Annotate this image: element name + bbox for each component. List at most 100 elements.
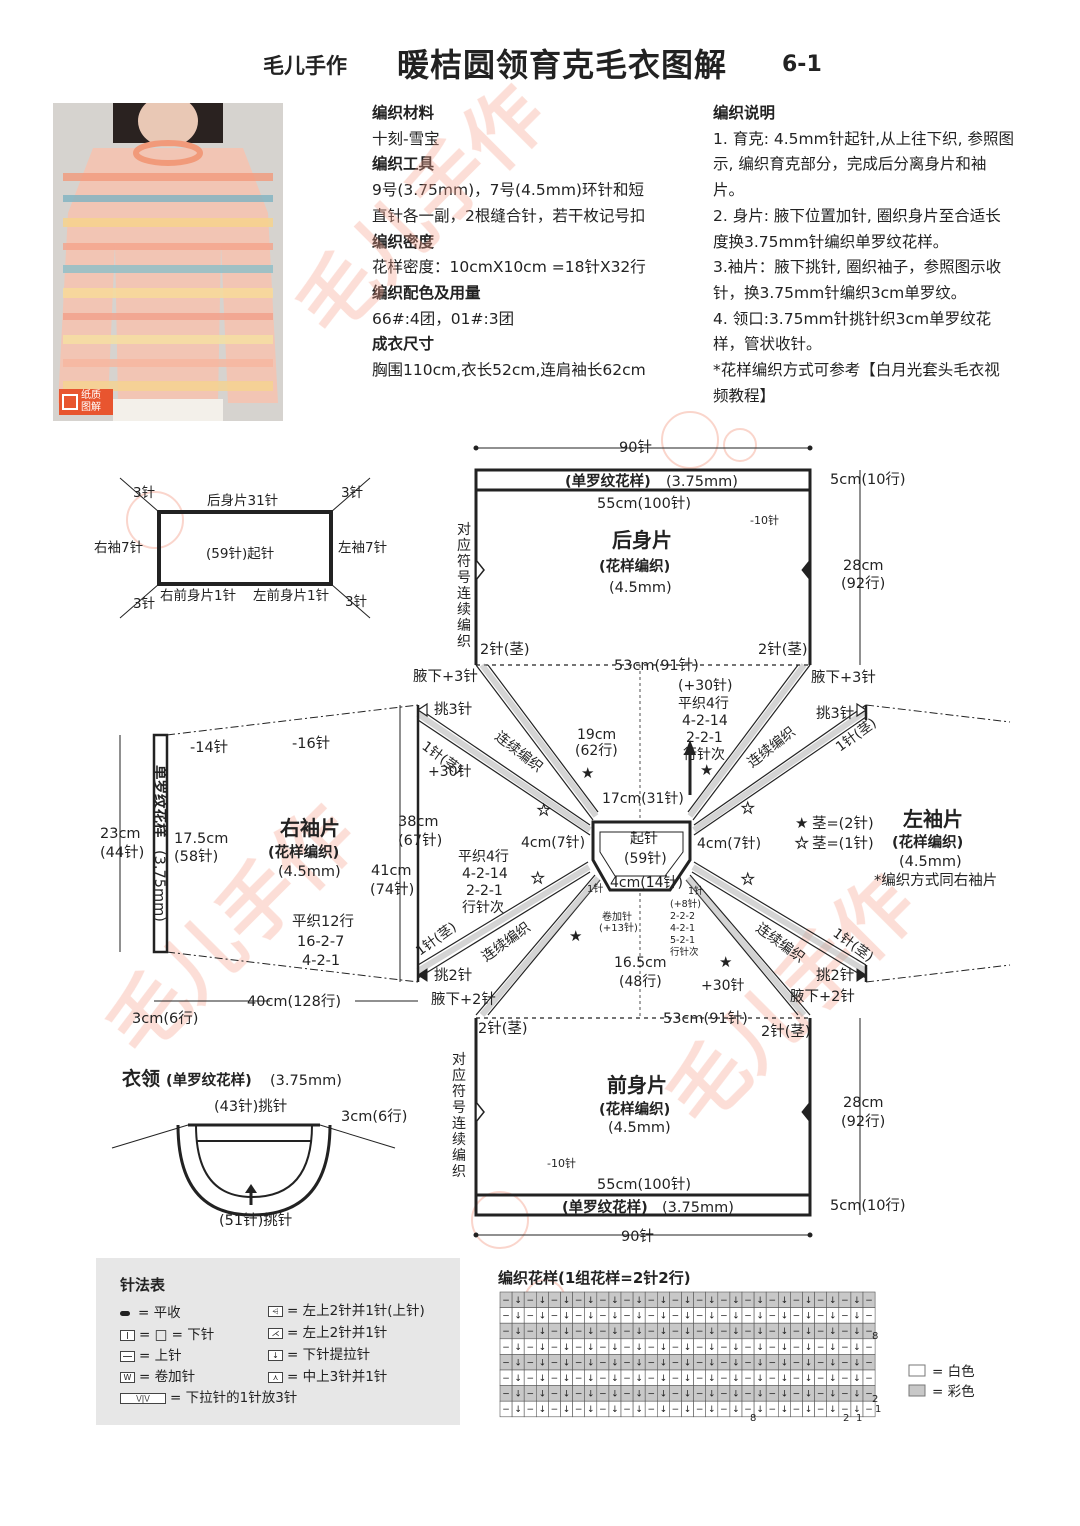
front-width-cm: 55cm(100针) [597,1176,691,1193]
chart-cell-symbol: ↓ [611,1405,619,1415]
chart-cell-symbol: − [841,1390,849,1400]
chart-cell-symbol: − [793,1358,801,1368]
chart-cell-symbol: ↓ [660,1405,668,1415]
rs-dec14: -14针 [190,739,228,756]
instructions-line: *花样编织方式可参考【白月光套头毛衣视 [713,361,1000,380]
side-note-char: 连 [457,586,471,602]
chart-cell-symbol: ↓ [732,1405,740,1415]
k1to3-icon: \/|\/ [120,1392,166,1404]
chart-cell-symbol: − [672,1358,680,1368]
chart-cell-symbol: ↓ [539,1327,547,1337]
chart-cell-symbol: − [793,1327,801,1337]
collar-title: 衣领 [122,1067,160,1090]
chart-cell-symbol: ↓ [587,1296,595,1306]
chart-cell-symbol: − [865,1405,873,1415]
side-note-char: 编 [452,1148,466,1164]
chart-cell-symbol: ↓ [635,1327,643,1337]
chart-cell-symbol: ↓ [660,1312,668,1322]
back-dec: -10针 [750,513,779,527]
svg-text:毛儿手作: 毛儿手作 [280,69,564,353]
side-note-char: 连 [452,1116,466,1132]
white-label: = 白色 [932,1363,975,1380]
chart-cell-symbol: ↓ [732,1390,740,1400]
co-left-sleeve: 左袖7针 [338,540,387,556]
chart-cell-symbol: − [672,1296,680,1306]
chart-cell-symbol: − [696,1405,704,1415]
chart-cell-symbol: − [817,1358,825,1368]
chart-cell-symbol: − [865,1343,873,1353]
chart-cell-symbol: − [720,1296,728,1306]
materials-line: 直针各一副，2根缝合针，若干枚记号扣 [372,206,646,225]
back-rib-needle: (3.75mm) [666,474,738,490]
chart-cell-symbol: − [793,1405,801,1415]
yoke-cast-on-n: (59针) [624,851,667,867]
chart-cell-symbol: − [744,1405,752,1415]
chart-cell [862,1400,876,1418]
chart-cell-symbol: − [647,1343,655,1353]
chart-cell-symbol: ↓ [853,1343,861,1353]
chart-cell-symbol: ↓ [684,1296,692,1306]
chart-cell-symbol: ↓ [853,1405,861,1415]
chart-cell-symbol: − [744,1358,752,1368]
rs-rib-needle: (3.75mm) [151,850,167,922]
front-rib-h: 5cm(10行) [830,1197,906,1214]
paper-pattern-badge: 纸质图解 [59,389,113,415]
chart-cell-symbol: − [817,1405,825,1415]
chart-cell-symbol: ↓ [805,1358,813,1368]
svg-text:★: ★ [569,927,582,945]
chart-cell-symbol: − [575,1343,583,1353]
chart-cell-symbol: − [841,1327,849,1337]
chart-cell-symbol: ↓ [708,1358,716,1368]
back-width-cm: 55cm(100针) [597,495,691,512]
rs-dec-block-0: 平织12行 [292,913,354,930]
chart-cell-symbol: ↓ [611,1296,619,1306]
chart-cell-symbol: ↓ [708,1296,716,1306]
chart-cell-symbol: ↓ [853,1374,861,1384]
rs-h41: 41cm [371,863,412,879]
chart-cell-symbol: − [647,1296,655,1306]
yoke-front-rows: (48行) [619,974,662,990]
instructions-line: 2. 身片: 腋下位置加针, 圈织身片至合适长 [713,206,1001,225]
chart-cell-symbol: − [672,1405,680,1415]
chart-cell-symbol: ↓ [805,1374,813,1384]
chart-cell-symbol: ↓ [781,1296,789,1306]
front-width-bottom: 90针 [621,1228,654,1245]
chart-cell-symbol: − [744,1343,752,1353]
chart-cell-symbol: ↓ [660,1390,668,1400]
svg-text:★: ★ [537,801,550,819]
side-note-char: 续 [452,1131,466,1148]
color-label: = 彩色 [932,1383,975,1400]
chart-cell-symbol: ↓ [805,1343,813,1353]
chart-cell-symbol: ↓ [829,1296,837,1306]
chart-cell-symbol: ↓ [514,1405,522,1415]
back-width-top: 90针 [619,439,652,456]
materials-line: 胸围110cm,衣长52cm,连肩袖长62cm [372,361,646,380]
chart-cell-symbol: ↓ [708,1343,716,1353]
instructions-line: 示, 编织育克部分，完成后分离身片和袖 [713,155,987,174]
pattern-chart-grid: −↓−↓−↓−↓−↓−↓−↓−↓−↓−↓−↓−↓−↓−↓−↓−−↓−↓−↓−↓−… [499,1291,876,1418]
chart-cell-symbol: ↓ [611,1374,619,1384]
chart-cell-symbol: ↓ [805,1296,813,1306]
chart-cell-symbol: − [575,1390,583,1400]
chart-cell-symbol: − [647,1390,655,1400]
chart-cell-symbol: ↓ [514,1374,522,1384]
ls-pattern: (花样编织) [892,833,963,851]
yoke-front-inc-0: 1针 [688,885,704,897]
yoke-front-note-2: (+13针) [599,921,638,934]
chart-cell-symbol: ↓ [684,1327,692,1337]
legend-purl: = 上针 [120,1344,182,1364]
rs-dec-block-1: 16-2-7 [297,934,344,950]
chart-cell-symbol: ↓ [756,1405,764,1415]
yoke-left-flat: 平织4行 [458,849,509,865]
collar-rib: (单罗纹花样) [166,1071,252,1089]
back-rib: (单罗纹花样) [565,472,651,490]
chart-cell-symbol: ↓ [781,1358,789,1368]
chart-cell-symbol: − [793,1296,801,1306]
instructions-line: 3.袖片：腋下挑针, 圈织袖子，参照图示收 [713,258,1002,277]
legend-cdd: ⋏= 中上3针并1针 [268,1365,387,1385]
front-name: 前身片 [607,1073,667,1097]
chart-cell-symbol: ↓ [587,1358,595,1368]
materials-line: 编织配色及用量 [372,283,481,302]
col-label-8: 8 [750,1413,756,1424]
